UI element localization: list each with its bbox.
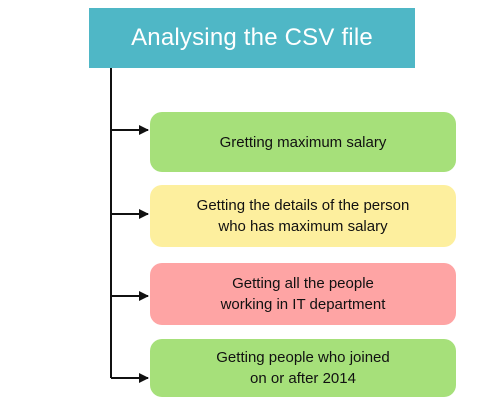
step-label-4: Getting people who joined on or after 20… <box>216 349 390 387</box>
header-box: Analysing the CSV file <box>89 8 415 68</box>
step-label-1: Gretting maximum salary <box>219 133 387 151</box>
step-label-2: Getting the details of the person who ha… <box>196 197 410 235</box>
step-box-4: Getting people who joined on or after 20… <box>150 339 456 397</box>
step-box-3: Getting all the people working in IT dep… <box>150 263 456 325</box>
step-box-1: Gretting maximum salary <box>150 112 456 172</box>
step-label-3: Getting all the people working in IT dep… <box>220 275 386 313</box>
step-box-2: Getting the details of the person who ha… <box>150 185 456 247</box>
header-title: Analysing the CSV file <box>131 24 373 51</box>
